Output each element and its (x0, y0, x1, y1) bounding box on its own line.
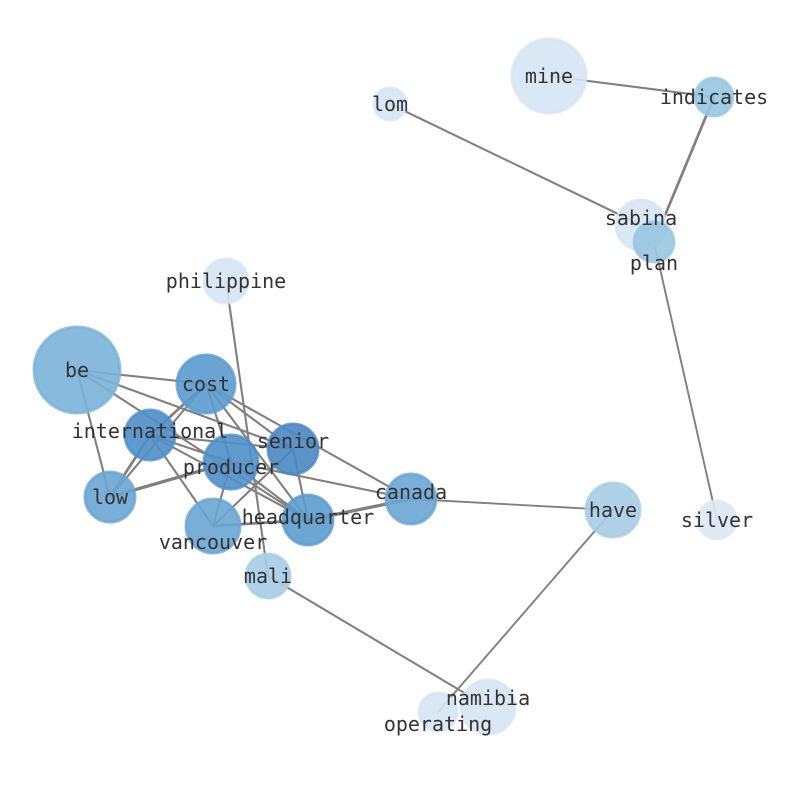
edge-producer-canada (230, 460, 412, 501)
edge-be-headquarter (76, 369, 309, 521)
edge-mali-namibia (267, 575, 489, 708)
node-label-headquarter: headquarter (242, 505, 374, 529)
node-silver (696, 499, 738, 541)
node-senior (266, 422, 320, 476)
node-label-cost: cost (182, 372, 230, 396)
node-plan (632, 220, 676, 264)
node-producer (202, 433, 260, 491)
node-label-canada: canada (375, 480, 447, 504)
node-label-international: international (72, 419, 229, 443)
node-have (584, 481, 642, 539)
node-label-be: be (65, 358, 89, 382)
node-label-have: have (589, 498, 637, 522)
node-label-indicates: indicates (660, 85, 768, 109)
node-indicates (693, 76, 735, 118)
node-label-silver: silver (681, 508, 753, 532)
node-label-mine: mine (525, 64, 573, 88)
node-label-namibia: namibia (446, 686, 530, 710)
edge-have-operating (437, 509, 614, 713)
edge-lom-sabina (389, 103, 642, 226)
node-mali (244, 552, 292, 600)
node-label-low: low (92, 485, 129, 509)
edge-canada-have (410, 498, 614, 511)
node-cost (175, 353, 237, 415)
node-label-sabina: sabina (605, 206, 677, 230)
node-label-lom: lom (372, 92, 408, 116)
node-label-plan: plan (630, 251, 678, 275)
node-headquarter (281, 493, 335, 547)
node-canada (384, 472, 438, 526)
node-low (83, 470, 137, 524)
node-be (32, 325, 122, 415)
edge-philippine-mali (224, 280, 270, 577)
edge-plan-silver (653, 241, 718, 521)
node-vancouver (184, 497, 242, 555)
node-namibia (459, 678, 517, 736)
nodes-layer (32, 37, 738, 736)
node-label-mali: mali (244, 564, 292, 588)
node-label-vancouver: vancouver (159, 530, 267, 554)
node-lom (372, 86, 408, 122)
node-label-producer: producer (183, 455, 279, 479)
edges-layer (75, 74, 718, 713)
node-label-senior: senior (257, 429, 329, 453)
node-philippine (202, 257, 250, 305)
node-label-philippine: philippine (166, 269, 286, 293)
node-international (123, 408, 177, 462)
node-mine (510, 37, 588, 115)
node-operating (417, 691, 459, 733)
node-label-operating: operating (384, 712, 492, 736)
